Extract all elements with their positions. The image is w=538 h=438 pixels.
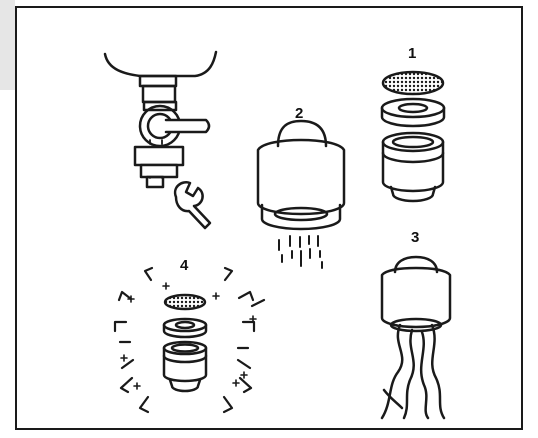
faucet-with-wrench-icon [103, 50, 218, 230]
step-number-3: 3 [411, 229, 420, 246]
step-number-1: 1 [408, 45, 417, 62]
aerator-flowing-water-icon [256, 119, 346, 269]
aerator-wiped-with-cloth-icon [380, 255, 452, 420]
illustration-frame [15, 6, 523, 430]
clean-sparkling-parts-icon [113, 266, 266, 414]
side-tab [0, 0, 15, 90]
step-number-4: 4 [180, 257, 189, 274]
step-number-2: 2 [295, 105, 304, 122]
aerator-parts-exploded-icon [380, 70, 446, 203]
